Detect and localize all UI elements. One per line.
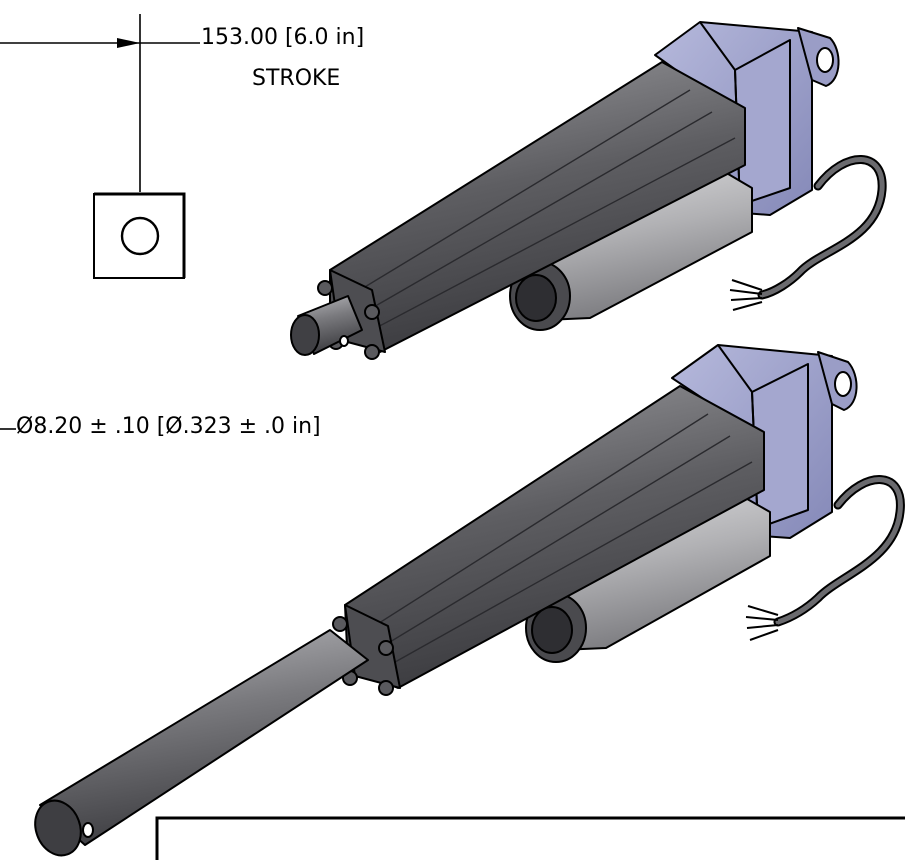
cable-wires bbox=[745, 605, 779, 641]
stroke-dimension-label: STROKE bbox=[252, 66, 341, 91]
actuator-retracted bbox=[290, 21, 887, 360]
stroke-dimension-value: 153.00 [6.0 in] bbox=[201, 25, 365, 50]
diameter-dimension-label: Ø8.20 ± .10 [Ø.323 ± .0 in] bbox=[16, 414, 321, 439]
stroke-dimension bbox=[0, 14, 200, 192]
extension-rod bbox=[39, 629, 369, 846]
cable-wires bbox=[729, 279, 763, 311]
title-block-frame bbox=[155, 816, 905, 860]
bore-end-view bbox=[93, 192, 186, 279]
actuator-extended bbox=[34, 344, 905, 857]
